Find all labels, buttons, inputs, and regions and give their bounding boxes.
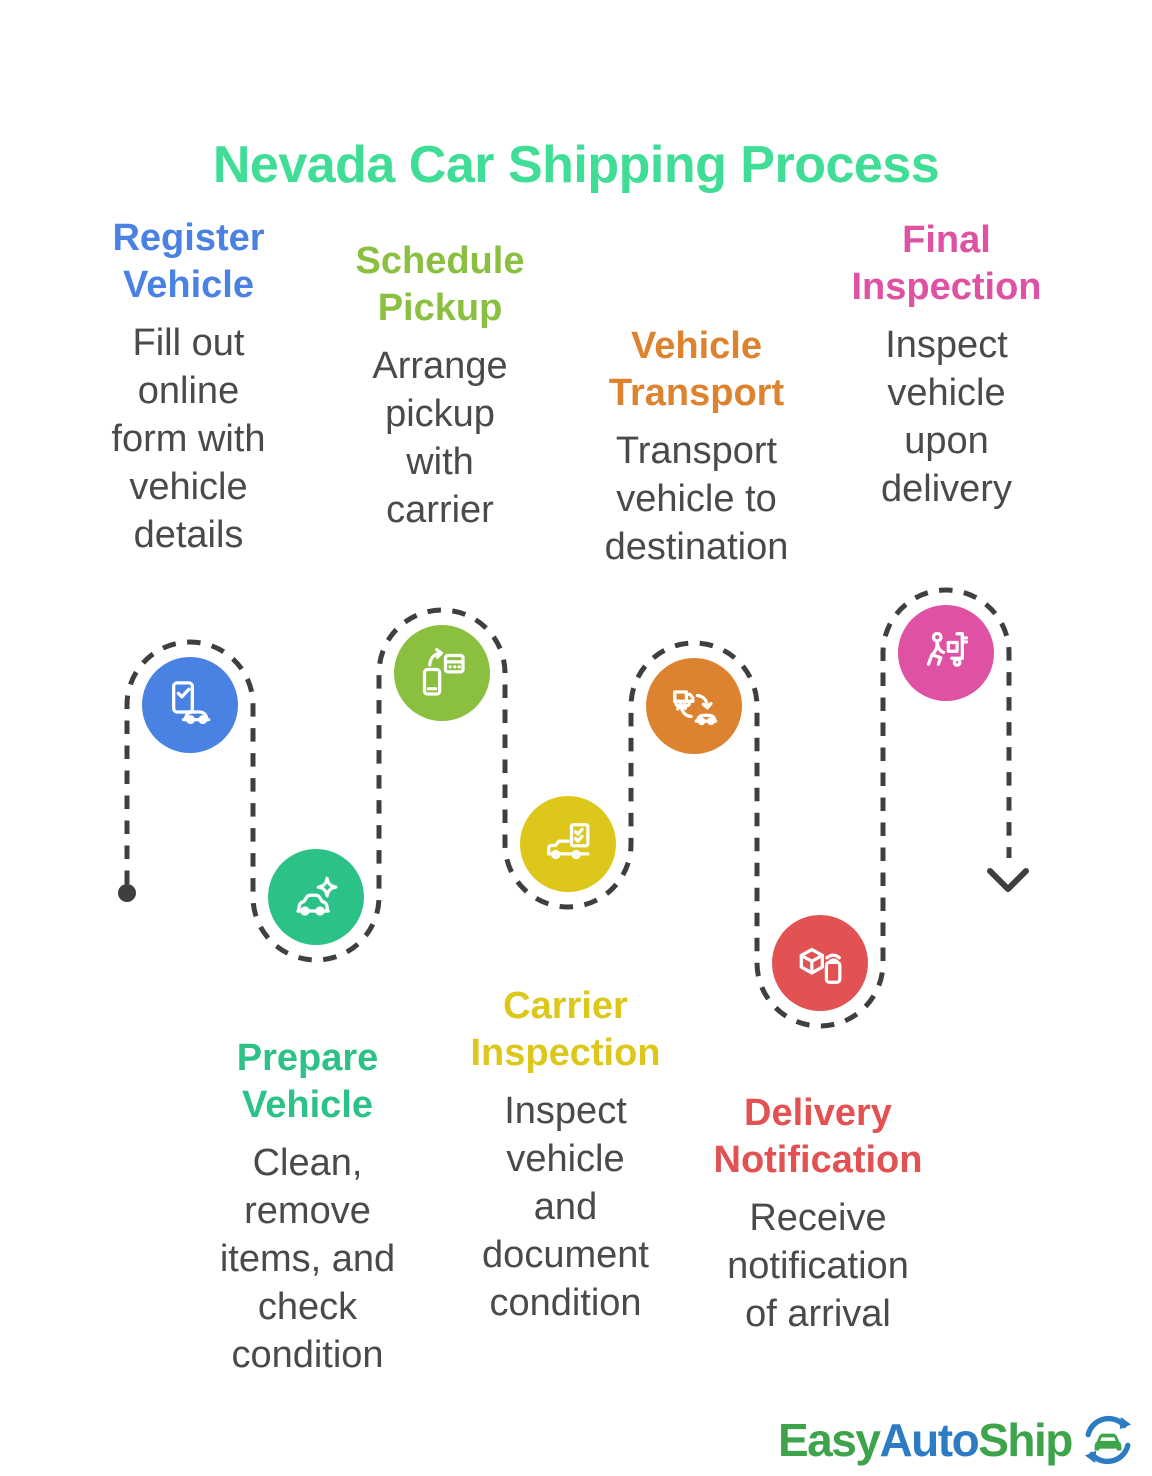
- step-heading: Final Inspection: [851, 219, 1042, 308]
- step-description: Transport vehicle to destination: [604, 430, 789, 568]
- logo-text-ship: Ship: [978, 1414, 1073, 1466]
- step-node-carrier-inspection: [520, 796, 616, 892]
- step-description: Inspect vehicle upon delivery: [881, 324, 1012, 510]
- logo-text-auto: Auto: [879, 1414, 979, 1466]
- step-register-vehicle: Register Vehicle Fill out online form wi…: [86, 215, 291, 559]
- phone-check-car-icon: [172, 681, 211, 725]
- step-node-delivery-notification: [772, 915, 868, 1011]
- step-prepare-vehicle: Prepare Vehicle Clean, remove items, and…: [205, 1035, 410, 1379]
- box-phone-wifi-icon: [799, 947, 842, 984]
- step-delivery-notification: Delivery Notification Receive notificati…: [698, 1090, 938, 1338]
- step-heading: Register Vehicle: [112, 217, 265, 306]
- car-refresh-icon: [1084, 1415, 1131, 1465]
- car-sparkle-icon: [296, 876, 338, 916]
- step-schedule-pickup: Schedule Pickup Arrange pickup with carr…: [340, 238, 540, 534]
- step-description: Arrange pickup with carrier: [372, 345, 508, 531]
- step-node-register-vehicle: [142, 657, 238, 753]
- step-description: Clean, remove items, and check condition: [219, 1142, 396, 1376]
- step-node-schedule-pickup: [394, 625, 490, 721]
- logo-text-easy: Easy: [778, 1414, 881, 1466]
- step-description: Fill out online form with vehicle detail…: [111, 322, 266, 556]
- step-heading: Delivery Notification: [713, 1092, 923, 1181]
- truck-car-swap-icon: [673, 690, 718, 726]
- page-title: Nevada Car Shipping Process: [212, 135, 940, 194]
- step-node-vehicle-transport: [646, 658, 742, 754]
- phone-calendar-swap-icon: [422, 648, 465, 696]
- route-start-dot: [118, 884, 136, 902]
- step-carrier-inspection: Carrier Inspection Inspect vehicle and d…: [458, 983, 673, 1327]
- step-heading: Carrier Inspection: [470, 985, 661, 1074]
- step-heading: Prepare Vehicle: [236, 1037, 379, 1126]
- step-description: Receive notification of arrival: [727, 1197, 909, 1335]
- step-final-inspection: Final Inspection Inspect vehicle upon de…: [839, 217, 1054, 513]
- route-arrow-icon: [987, 868, 1029, 892]
- truck-checklist-icon: [547, 823, 590, 860]
- step-heading: Schedule Pickup: [355, 240, 525, 329]
- step-heading: Vehicle Transport: [608, 325, 785, 414]
- step-node-final-inspection: [898, 605, 994, 701]
- person-inspect-icon: [926, 631, 969, 667]
- step-description: Inspect vehicle and document condition: [482, 1090, 649, 1324]
- step-node-prepare-vehicle: [268, 849, 364, 945]
- step-vehicle-transport: Vehicle Transport Transport vehicle to d…: [589, 323, 804, 571]
